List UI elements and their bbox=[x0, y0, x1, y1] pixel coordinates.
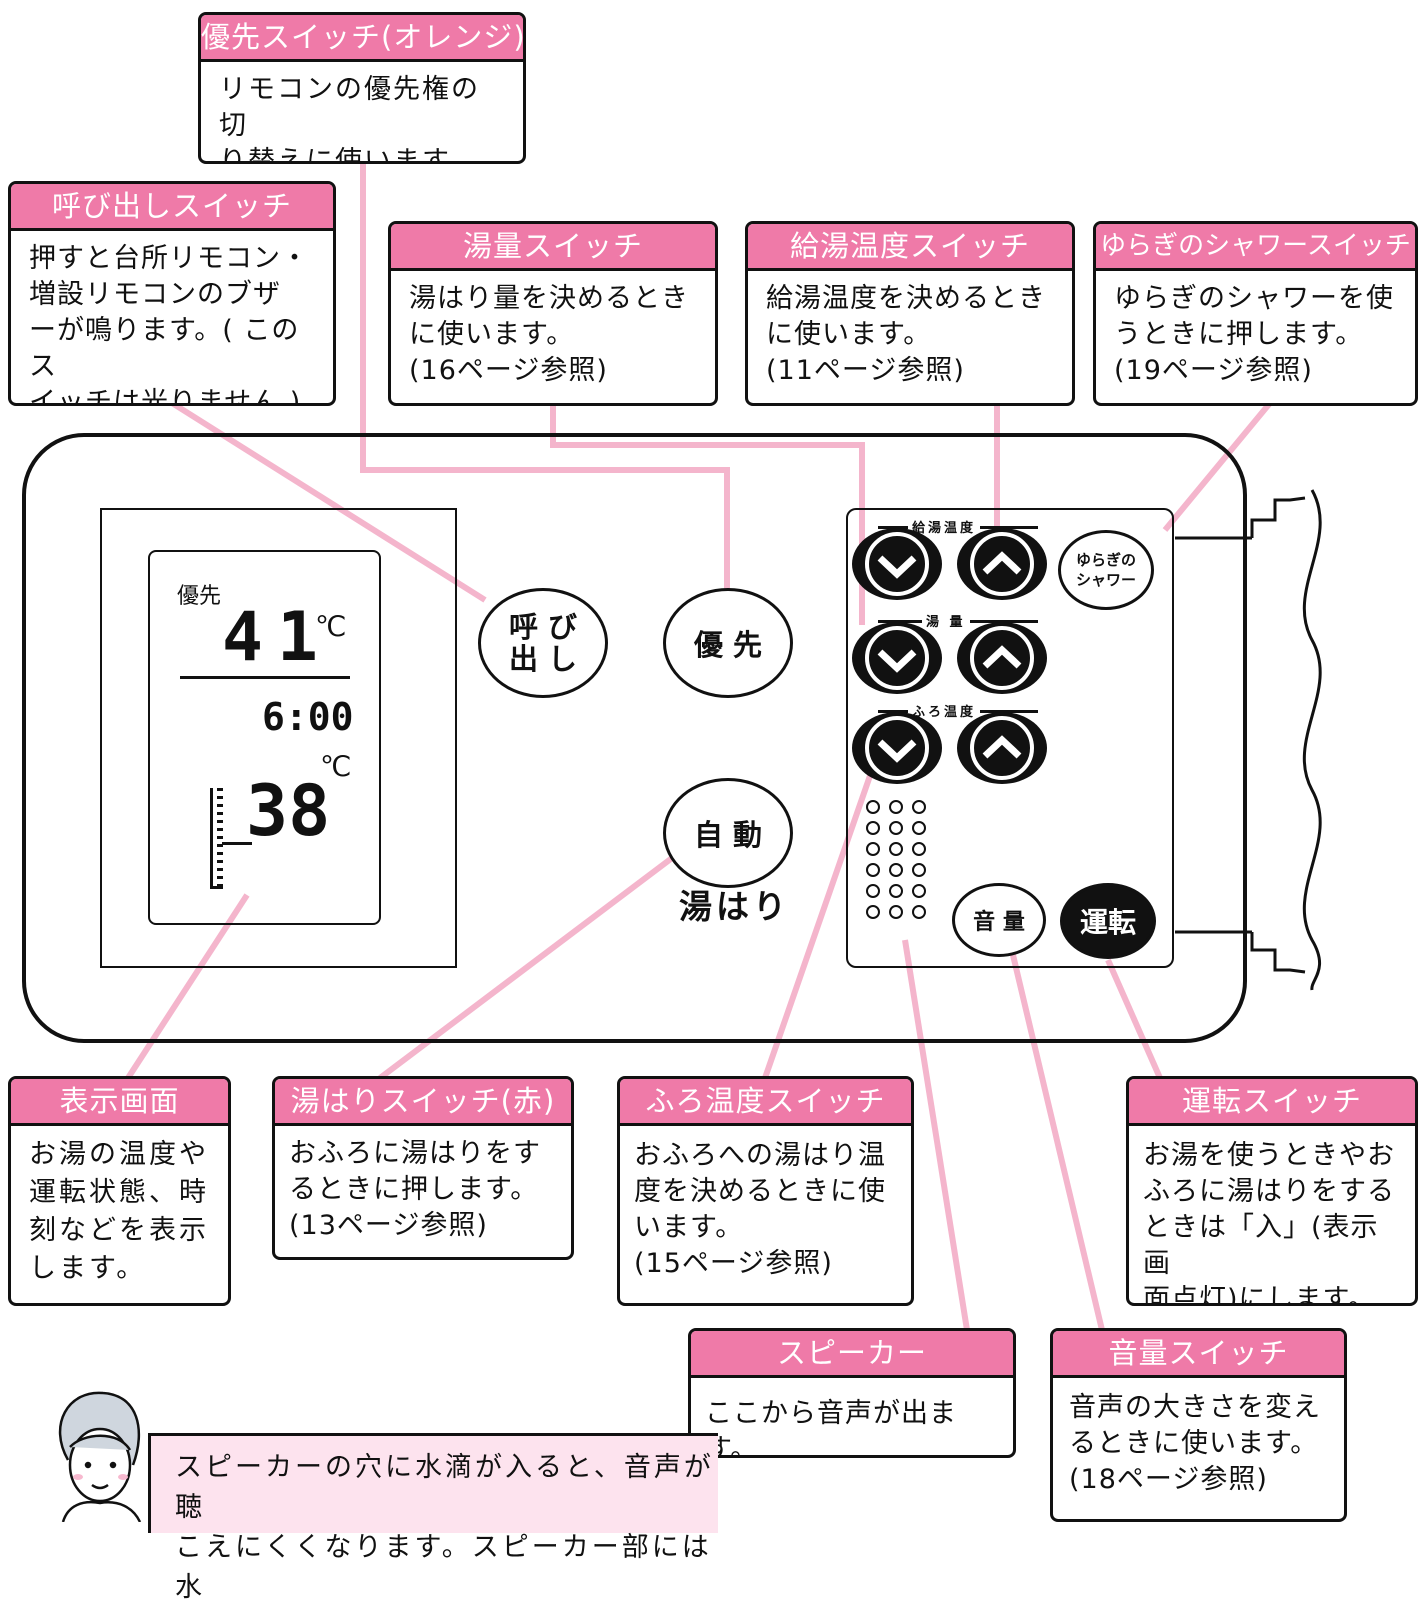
yuryo-label: 湯 量 bbox=[922, 611, 970, 630]
callout-bath-fill-switch: 湯はりスイッチ(赤) おふろに湯はりをす るときに押します。 (13ページ参照) bbox=[272, 1076, 574, 1260]
leader-unten bbox=[1105, 958, 1163, 1080]
callout-power-switch: 運転スイッチ お湯を使うときやお ふろに湯はりをする ときは「入」(表示画 面点… bbox=[1126, 1076, 1418, 1306]
callout-title: 湯はりスイッチ(赤) bbox=[275, 1079, 571, 1126]
wall-mount bbox=[1175, 489, 1322, 991]
callout-title: 表示画面 bbox=[11, 1079, 228, 1126]
leader-yusen bbox=[360, 162, 730, 590]
callout-priority-switch: 優先スイッチ(オレンジ) リモコンの優先権の切 り替えに使います。 bbox=[198, 12, 526, 164]
speaker-hole bbox=[912, 800, 926, 814]
callout-title: 呼び出しスイッチ bbox=[11, 184, 333, 231]
callout-title: スピーカー bbox=[691, 1331, 1013, 1378]
furo-temp-label: ふろ温度 bbox=[908, 701, 981, 720]
speaker-hole bbox=[889, 821, 903, 835]
callout-title: 給湯温度スイッチ bbox=[748, 224, 1072, 271]
speaker-hole bbox=[866, 800, 880, 814]
speaker-hole bbox=[866, 863, 880, 877]
speaker-hole bbox=[912, 821, 926, 835]
speaker-hole bbox=[889, 884, 903, 898]
bath-level-bar bbox=[210, 788, 223, 889]
callout-body: おふろに湯はりをす るときに押します。 (13ページ参照) bbox=[289, 1138, 541, 1241]
remote-body bbox=[22, 433, 1247, 1043]
callout-title: ゆらぎのシャワースイッチ bbox=[1096, 224, 1415, 271]
callout-body: 押すと台所リモコン・ 増設リモコンのブザ ーが鳴ります。( このス イッチは光り… bbox=[29, 243, 309, 406]
speaker-hole bbox=[866, 842, 880, 856]
kyuto-temp-down-button[interactable] bbox=[852, 528, 942, 600]
clock: 6:00 bbox=[262, 695, 354, 739]
speaker-hole bbox=[866, 905, 880, 919]
call-button[interactable]: 呼 び 出 し bbox=[478, 588, 608, 698]
priority-indicator: 優先 bbox=[177, 584, 222, 609]
callout-body: 湯はり量を決めるとき に使います。 (16ページ参照) bbox=[409, 283, 689, 386]
leader-speaker bbox=[902, 939, 970, 1331]
leader-furo bbox=[762, 769, 875, 1079]
callout-body: お湯の温度や 運転状態、時 刻などを表示 します。 bbox=[29, 1139, 209, 1284]
chevron-up-icon bbox=[970, 716, 1034, 780]
speaker-hole bbox=[889, 905, 903, 919]
yuryo-down-button[interactable] bbox=[852, 622, 942, 694]
kyuto-temp-label: 給湯温度 bbox=[908, 517, 981, 536]
furo-temp-up-button[interactable] bbox=[957, 712, 1047, 784]
callout-call-switch: 呼び出しスイッチ 押すと台所リモコン・ 増設リモコンのブザ ーが鳴ります。( こ… bbox=[8, 181, 336, 406]
callout-body: ゆらぎのシャワーを使 うときに押します。 (19ページ参照) bbox=[1114, 283, 1394, 386]
callout-bath-temp-switch: ふろ温度スイッチ おふろへの湯はり温 度を決めるときに使 います。 (15ページ… bbox=[617, 1076, 914, 1306]
leader-onryo bbox=[1010, 954, 1105, 1331]
control-panel bbox=[846, 508, 1174, 968]
power-button[interactable]: 運転 bbox=[1060, 883, 1156, 959]
hot-water-temp: 41 bbox=[222, 598, 332, 677]
display-divider bbox=[180, 676, 350, 679]
callout-display: 表示画面 お湯の温度や 運転状態、時 刻などを表示 します。 bbox=[8, 1076, 231, 1306]
speaker-grille bbox=[866, 800, 926, 919]
callout-volume-switch: 音量スイッチ 音声の大きさを変え るときに使います。 (18ページ参照) bbox=[1050, 1328, 1347, 1522]
furo-temp-down-button[interactable] bbox=[852, 712, 942, 784]
speaker-hole bbox=[912, 842, 926, 856]
callout-water-volume-switch: 湯量スイッチ 湯はり量を決めるとき に使います。 (16ページ参照) bbox=[388, 221, 718, 406]
tip-box bbox=[148, 1433, 718, 1533]
callout-speaker: スピーカー ここから音声が出ます。 bbox=[688, 1328, 1016, 1458]
chevron-down-icon bbox=[865, 716, 929, 780]
callout-title: 優先スイッチ(オレンジ) bbox=[201, 15, 523, 62]
speaker-hole bbox=[912, 884, 926, 898]
hot-water-temp-unit: ℃ bbox=[315, 610, 347, 643]
auto-button[interactable]: 自 動 bbox=[663, 778, 793, 888]
bath-level-base bbox=[222, 842, 252, 845]
speaker-hole bbox=[889, 863, 903, 877]
bath-temp-unit: ℃ bbox=[320, 750, 352, 783]
yuragi-shower-button[interactable]: ゆらぎの シャワー bbox=[1058, 530, 1154, 610]
speaker-hole bbox=[912, 905, 926, 919]
leader-yuryo bbox=[550, 403, 865, 625]
bath-temp: 38 bbox=[246, 770, 331, 852]
speaker-hole bbox=[889, 842, 903, 856]
chevron-up-icon bbox=[970, 532, 1034, 596]
volume-button[interactable]: 音 量 bbox=[952, 883, 1046, 957]
callout-body: 音声の大きさを変え るときに使います。 (18ページ参照) bbox=[1069, 1392, 1321, 1495]
callout-body: お湯を使うときやお ふろに湯はりをする ときは「入」(表示画 面点灯)にします。 bbox=[1143, 1140, 1395, 1306]
callout-title: 音量スイッチ bbox=[1053, 1331, 1344, 1378]
speaker-hole bbox=[912, 863, 926, 877]
callout-title: 運転スイッチ bbox=[1129, 1079, 1415, 1126]
speaker-hole bbox=[866, 884, 880, 898]
callout-body: 給湯温度を決めるとき に使います。 (11ページ参照) bbox=[766, 283, 1046, 386]
callout-body: リモコンの優先権の切 り替えに使います。 bbox=[219, 74, 480, 164]
callout-title: ふろ温度スイッチ bbox=[620, 1079, 911, 1126]
callout-body: ここから音声が出ます。 bbox=[705, 1398, 957, 1458]
callout-title: 湯量スイッチ bbox=[391, 224, 715, 271]
display-frame bbox=[100, 508, 457, 968]
bath-fill-label: 湯はり bbox=[679, 887, 790, 926]
woman-character-icon bbox=[58, 1391, 142, 1522]
kyuto-temp-up-button[interactable] bbox=[957, 528, 1047, 600]
priority-button[interactable]: 優 先 bbox=[663, 588, 793, 698]
chevron-up-icon bbox=[970, 626, 1034, 690]
callout-hot-water-temp-switch: 給湯温度スイッチ 給湯温度を決めるとき に使います。 (11ページ参照) bbox=[745, 221, 1075, 406]
chevron-down-icon bbox=[865, 626, 929, 690]
leader-hyoji bbox=[125, 893, 250, 1080]
speaker-hole bbox=[866, 821, 880, 835]
display-screen bbox=[148, 550, 381, 925]
tip-text: スピーカーの穴に水滴が入ると、音声が聴 こえにくくなります。スピーカー部には水 bbox=[175, 1452, 714, 1603]
speaker-hole bbox=[889, 800, 903, 814]
chevron-down-icon bbox=[865, 532, 929, 596]
yuryo-up-button[interactable] bbox=[957, 622, 1047, 694]
callout-yuragi-shower-switch: ゆらぎのシャワースイッチ ゆらぎのシャワーを使 うときに押します。 (19ページ… bbox=[1093, 221, 1418, 406]
callout-body: おふろへの湯はり温 度を決めるときに使 います。 (15ページ参照) bbox=[634, 1140, 886, 1279]
